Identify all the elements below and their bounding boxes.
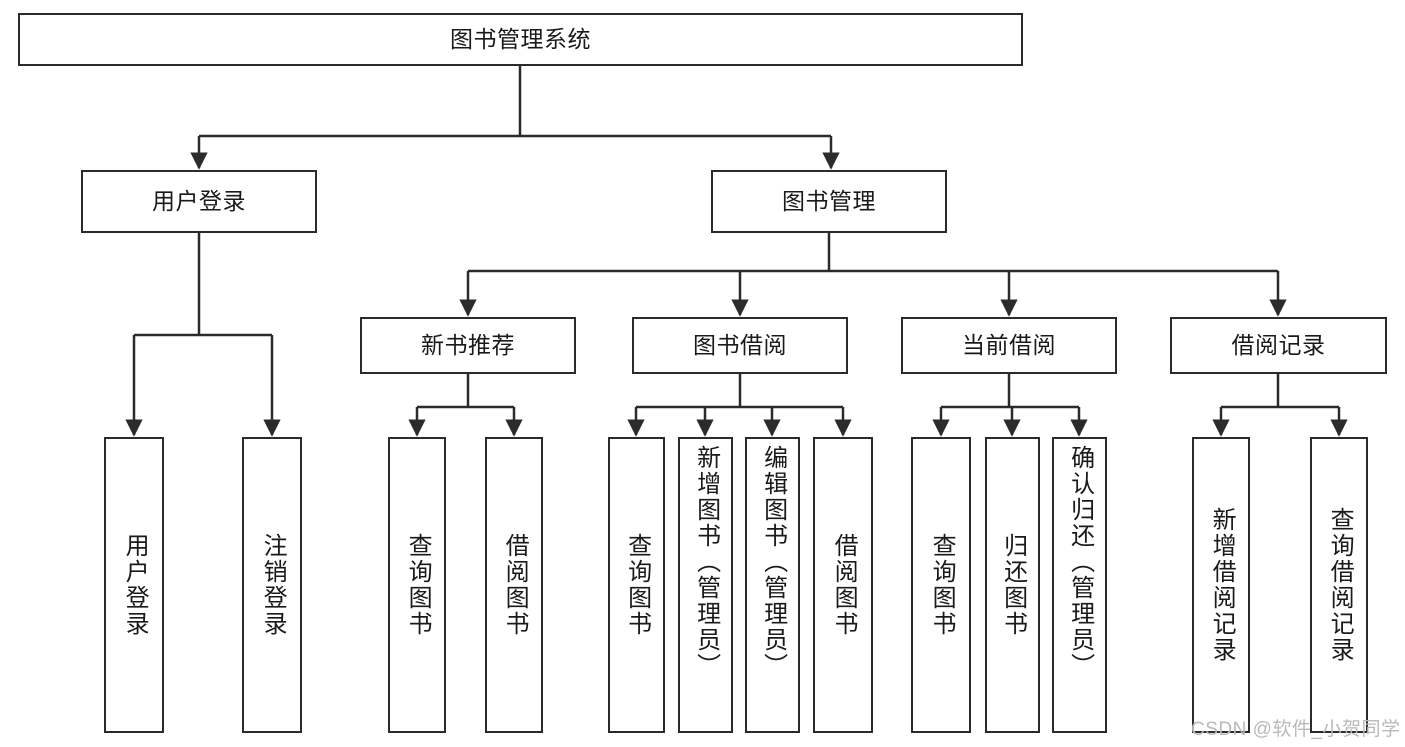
node-leaf-user-login[interactable]: 用户登录 — [104, 437, 164, 733]
node-book-borrow-label: 图书借阅 — [693, 331, 787, 358]
node-leaf-user-login-label: 用户登录 — [121, 533, 149, 637]
node-book-manage[interactable]: 图书管理 — [711, 170, 947, 233]
node-leaf-query-record[interactable]: 查询借阅记录 — [1310, 437, 1368, 733]
node-new-book-recommend[interactable]: 新书推荐 — [360, 317, 576, 374]
node-leaf-query-book-2[interactable]: 查询图书 — [608, 437, 665, 733]
node-leaf-borrow-book-2[interactable]: 借阅图书 — [813, 437, 873, 733]
node-leaf-add-book[interactable]: 新增图书（管理员） — [678, 437, 733, 733]
node-new-book-recommend-label: 新书推荐 — [421, 331, 515, 358]
node-leaf-add-book-label: 新增图书（管理员） — [692, 445, 720, 679]
node-leaf-confirm-return[interactable]: 确认归还（管理员） — [1052, 437, 1107, 733]
node-leaf-add-record-label: 新增借阅记录 — [1208, 507, 1236, 663]
node-leaf-add-record[interactable]: 新增借阅记录 — [1192, 437, 1250, 733]
node-leaf-return-book[interactable]: 归还图书 — [985, 437, 1040, 733]
node-leaf-borrow-book-1-label: 借阅图书 — [501, 533, 529, 637]
node-leaf-return-book-label: 归还图书 — [999, 533, 1027, 637]
node-current-borrow[interactable]: 当前借阅 — [901, 317, 1117, 374]
node-user-login[interactable]: 用户登录 — [81, 170, 317, 233]
node-leaf-edit-book[interactable]: 编辑图书（管理员） — [745, 437, 800, 733]
node-leaf-query-book-1[interactable]: 查询图书 — [388, 437, 446, 733]
node-leaf-query-book-3[interactable]: 查询图书 — [911, 437, 971, 733]
node-leaf-query-book-3-label: 查询图书 — [928, 533, 956, 637]
node-leaf-borrow-book-1[interactable]: 借阅图书 — [485, 437, 543, 733]
node-leaf-user-logout-label: 注销登录 — [259, 533, 287, 637]
node-leaf-borrow-book-2-label: 借阅图书 — [830, 533, 858, 637]
node-book-manage-label: 图书管理 — [782, 187, 876, 214]
node-borrow-record[interactable]: 借阅记录 — [1170, 317, 1387, 374]
node-root[interactable]: 图书管理系统 — [18, 13, 1023, 66]
node-leaf-query-book-1-label: 查询图书 — [404, 533, 432, 637]
node-user-login-label: 用户登录 — [152, 187, 246, 214]
node-book-borrow[interactable]: 图书借阅 — [632, 317, 848, 374]
node-leaf-confirm-return-label: 确认归还（管理员） — [1066, 445, 1094, 679]
node-current-borrow-label: 当前借阅 — [962, 331, 1056, 358]
node-leaf-query-record-label: 查询借阅记录 — [1326, 507, 1354, 663]
node-leaf-edit-book-label: 编辑图书（管理员） — [759, 445, 787, 679]
node-root-label: 图书管理系统 — [450, 25, 591, 52]
node-leaf-user-logout[interactable]: 注销登录 — [242, 437, 302, 733]
node-borrow-record-label: 借阅记录 — [1231, 331, 1326, 358]
node-leaf-query-book-2-label: 查询图书 — [623, 533, 651, 637]
watermark-text: CSDN @软件_小贺同学 — [1191, 719, 1401, 740]
